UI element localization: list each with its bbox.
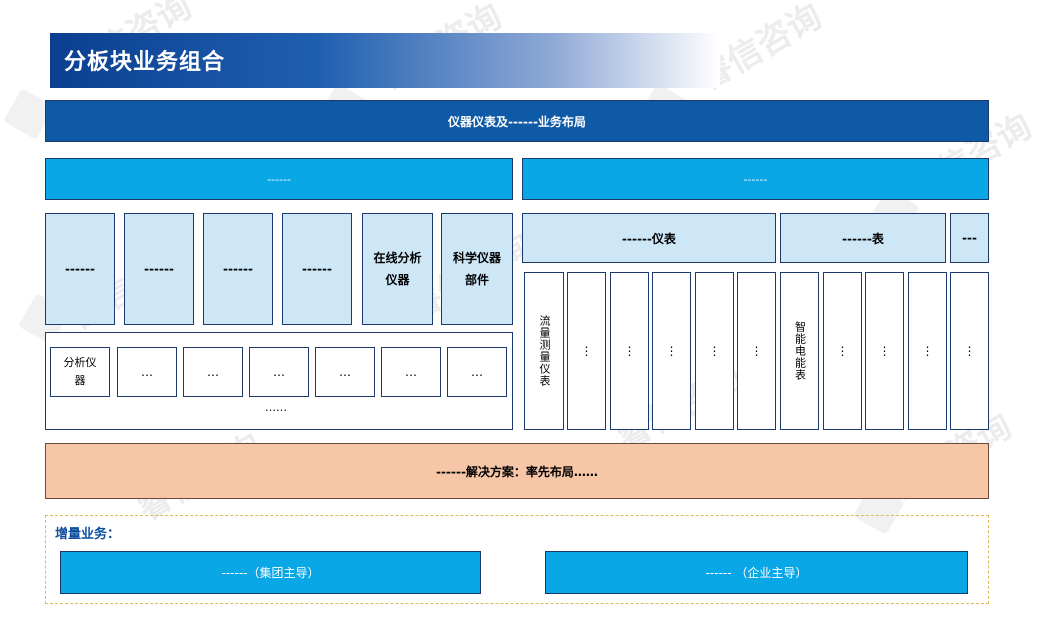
- scientific-instrument-parts-box: 科学仪器部件: [441, 213, 513, 325]
- group-led-business-box: ------（集团主导）: [60, 551, 481, 594]
- smart-electricity-meter-box: 智能电能表: [780, 272, 819, 430]
- incremental-business-label: 增量业务：: [55, 527, 121, 542]
- more-items-text: ……: [265, 401, 287, 414]
- meter-column: ⋮: [823, 272, 862, 430]
- subcategory-box: …: [183, 347, 243, 397]
- subcategory-box: …: [249, 347, 309, 397]
- instrument-column: ⋮: [567, 272, 606, 430]
- subcategory-box: …: [447, 347, 507, 397]
- flow-measurement-instrument-box: 流量测量仪表: [524, 272, 564, 430]
- left-category-box: ------: [282, 213, 352, 325]
- instrument-column: ⋮: [737, 272, 776, 430]
- instrument-column: ⋮: [610, 272, 649, 430]
- business-layout-bar: 仪器仪表及------业务布局: [45, 100, 989, 142]
- meter-column: ⋮: [865, 272, 904, 430]
- left-category-box: ------: [124, 213, 194, 325]
- subcategory-box: …: [381, 347, 441, 397]
- analysis-instruments-box: 分析仪器: [50, 347, 110, 397]
- solution-bar: ------解决方案：率先布局……: [45, 443, 989, 499]
- instrument-column: ⋮: [652, 272, 691, 430]
- left-category-box: ------: [203, 213, 273, 325]
- incremental-business-container: [45, 515, 989, 604]
- right-section-header: ------: [522, 158, 989, 200]
- title-banner: [50, 33, 720, 88]
- other-group-header: ---: [950, 213, 989, 263]
- subcategory-box: …: [315, 347, 375, 397]
- meter-group-header: ------表: [780, 213, 946, 263]
- left-section-header: ------: [45, 158, 513, 200]
- enterprise-led-business-box: ------ （企业主导）: [545, 551, 968, 594]
- instrument-group-header: ------仪表: [522, 213, 776, 263]
- left-category-box: ------: [45, 213, 115, 325]
- online-analysis-instruments-box: 在线分析仪器: [362, 213, 433, 325]
- subcategory-box: …: [117, 347, 177, 397]
- other-column: ⋮: [950, 272, 989, 430]
- meter-column: ⋮: [908, 272, 947, 430]
- instrument-column: ⋮: [695, 272, 734, 430]
- page-title: 分板块业务组合: [64, 49, 226, 75]
